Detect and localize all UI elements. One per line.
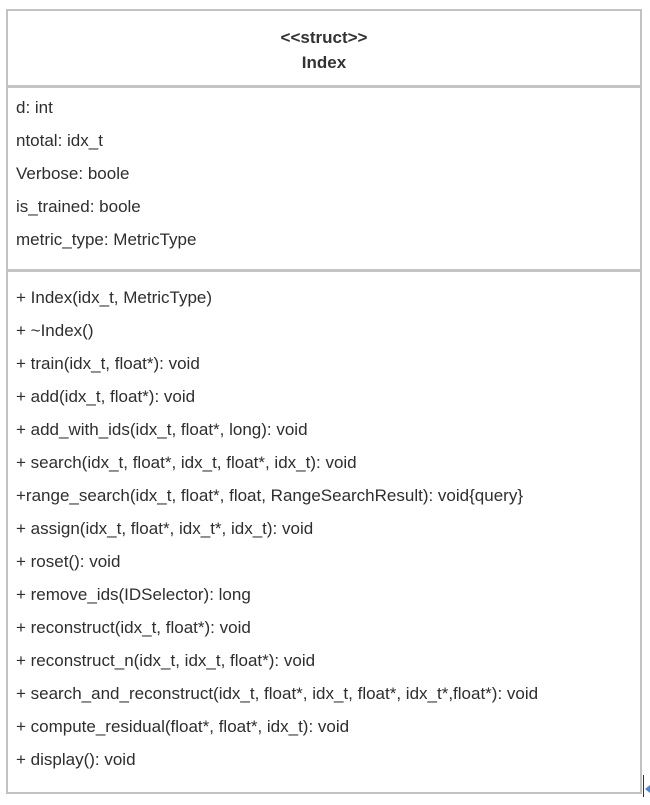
- attribute-item: is_trained: boole: [16, 197, 141, 216]
- class-name: Index: [301, 53, 347, 72]
- attributes-divider: [8, 269, 640, 272]
- operation-item: + add_with_ids(idx_t, float*, long): voi…: [16, 420, 308, 439]
- attribute-item: Verbose: boole: [16, 164, 130, 183]
- attribute-item: ntotal: idx_t: [16, 131, 103, 150]
- class-header: <<struct>> Index: [8, 11, 640, 84]
- operation-item: + search_and_reconstruct(idx_t, float*, …: [16, 684, 539, 703]
- resize-handle-icon[interactable]: [643, 775, 650, 797]
- operation-item: + roset(): void: [16, 552, 121, 571]
- header-divider: [8, 85, 640, 88]
- operation-item: + train(idx_t, float*): void: [16, 354, 200, 373]
- operation-item: + reconstruct_n(idx_t, idx_t, float*): v…: [16, 651, 316, 670]
- uml-class-box: <<struct>> Index d: int ntotal: idx_t Ve…: [6, 9, 642, 794]
- operation-item: + display(): void: [16, 750, 136, 769]
- operation-item: + assign(idx_t, float*, idx_t*, idx_t): …: [16, 519, 314, 538]
- operation-item: + search(idx_t, float*, idx_t, float*, i…: [16, 453, 357, 472]
- operation-item: + compute_residual(float*, float*, idx_t…: [16, 717, 350, 736]
- operation-item: + add(idx_t, float*): void: [16, 387, 196, 406]
- attribute-item: metric_type: MetricType: [16, 230, 197, 249]
- operation-item: + ~Index(): [16, 321, 94, 340]
- attributes-compartment: d: int ntotal: idx_t Verbose: boole is_t…: [16, 91, 636, 256]
- class-stereotype: <<struct>>: [280, 28, 368, 47]
- operation-item: +range_search(idx_t, float*, float, Rang…: [16, 486, 523, 505]
- operation-item: + reconstruct(idx_t, float*): void: [16, 618, 251, 637]
- attribute-item: d: int: [16, 98, 53, 117]
- operation-item: + remove_ids(IDSelector): long: [16, 585, 251, 604]
- operation-item: + Index(idx_t, MetricType): [16, 288, 213, 307]
- operations-compartment: + Index(idx_t, MetricType) + ~Index() + …: [16, 281, 636, 776]
